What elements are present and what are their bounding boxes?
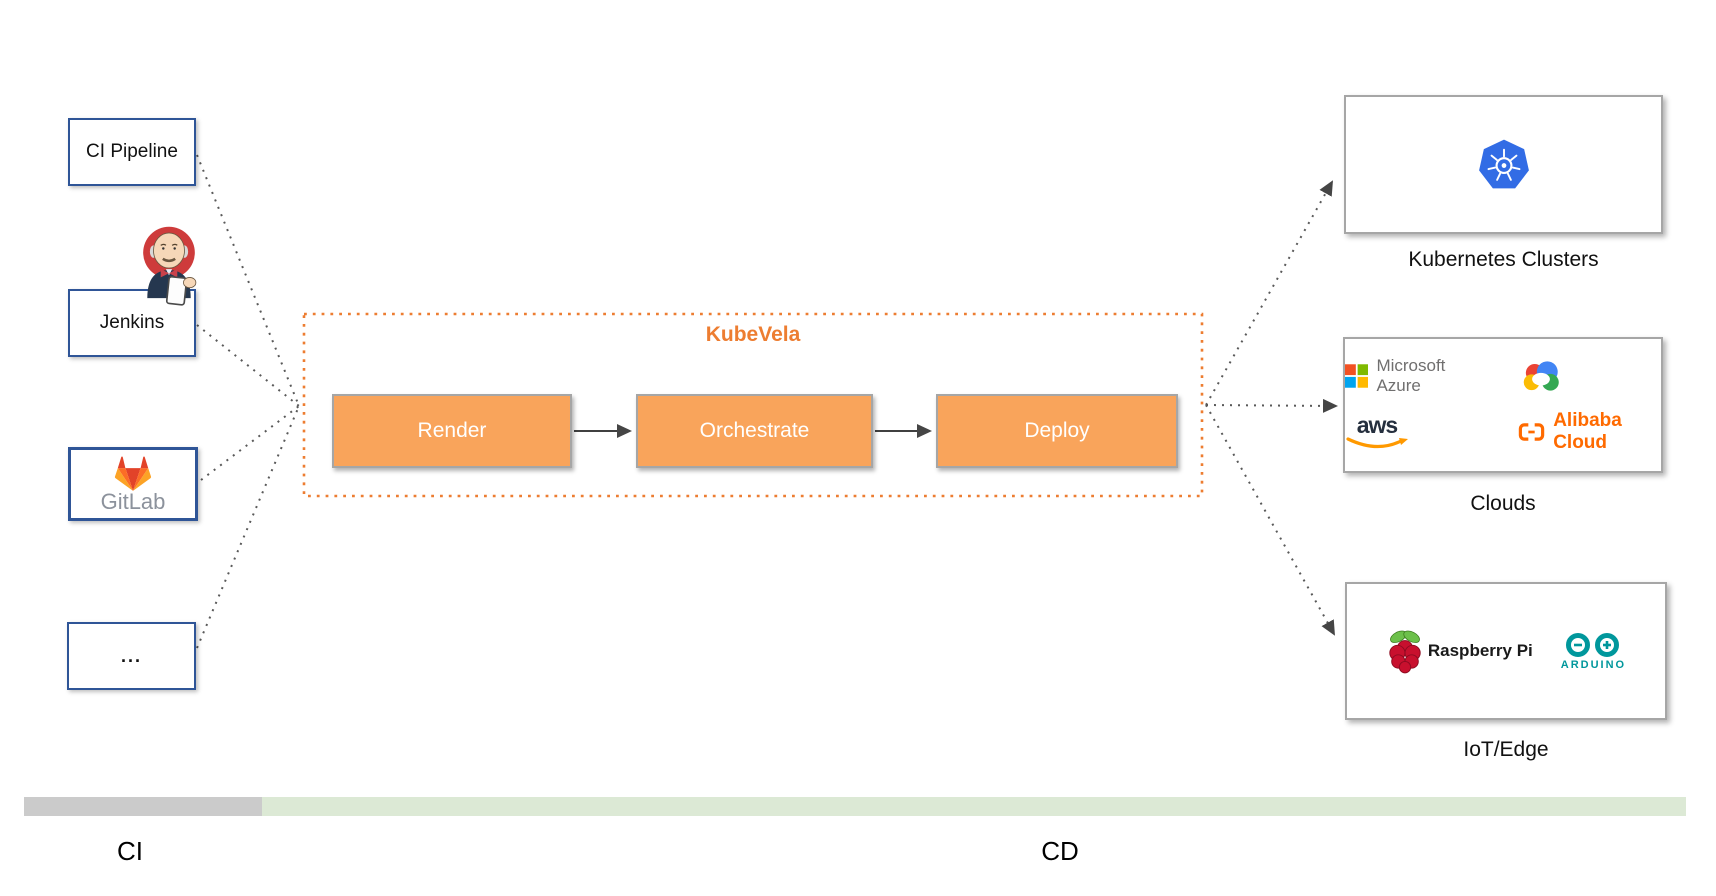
aws-label: aws [1356, 412, 1398, 438]
kubevela-container: KubeVela [303, 313, 1203, 497]
ci-connector-lines [196, 154, 300, 649]
kubevela-title: KubeVela [705, 323, 801, 346]
target-box-kubernetes [1344, 95, 1663, 234]
google-cloud-icon [1523, 361, 1559, 391]
jenkins-label: Jenkins [99, 312, 165, 333]
cd-connector-arrows [1205, 180, 1338, 636]
jenkins-mascot-icon [143, 226, 197, 306]
more-sources-label: ... [120, 645, 142, 666]
arduino-label: ARDUINO [1560, 658, 1627, 671]
gitlab-label: GitLab [100, 488, 166, 514]
alibaba-cloud-logo: Alibaba Cloud [1518, 410, 1661, 454]
cd-bar-segment [262, 797, 1686, 816]
microsoft-azure-icon [1345, 364, 1369, 388]
aws-icon [1346, 437, 1408, 449]
ci-pipeline-label: CI Pipeline [86, 141, 178, 162]
microsoft-azure-logo: Microsoft Azure [1345, 356, 1482, 396]
step-box-render: Render [332, 394, 572, 468]
clouds-label: Clouds [1470, 492, 1536, 515]
alibaba-cloud-label: Alibaba Cloud [1553, 410, 1622, 453]
azure-label: Microsoft Azure [1376, 356, 1446, 395]
raspberry-pi-icon [1389, 630, 1421, 674]
ci-bar-segment [24, 797, 262, 816]
raspberry-pi-logo: Raspberry Pi [1386, 628, 1533, 674]
source-box-gitlab: GitLab [68, 447, 198, 521]
kubernetes-icon [1478, 139, 1529, 189]
render-label: Render [417, 419, 487, 442]
target-box-iot-edge: Raspberry Pi ARDUINO [1345, 582, 1667, 720]
cd-label: CD [1041, 836, 1079, 866]
iot-edge-label: IoT/Edge [1463, 738, 1549, 761]
source-box-more: ... [67, 622, 196, 690]
kubernetes-clusters-label: Kubernetes Clusters [1408, 248, 1599, 271]
gitlab-tanuki-icon [114, 456, 152, 491]
source-box-ci-pipeline: CI Pipeline [68, 118, 196, 186]
alibaba-cloud-icon [1518, 423, 1545, 441]
raspberry-pi-label: Raspberry Pi [1427, 641, 1533, 660]
source-box-jenkins: Jenkins [68, 289, 196, 357]
arduino-icon [1566, 632, 1620, 657]
orchestrate-label: Orchestrate [699, 419, 810, 442]
target-box-clouds: Microsoft Azure aws [1343, 337, 1663, 473]
step-box-deploy: Deploy [936, 394, 1178, 468]
arduino-logo: ARDUINO [1561, 632, 1626, 671]
ci-label: CI [117, 836, 143, 866]
deploy-label: Deploy [1024, 419, 1090, 442]
step-box-orchestrate: Orchestrate [636, 394, 873, 468]
aws-logo: aws [1345, 414, 1409, 450]
